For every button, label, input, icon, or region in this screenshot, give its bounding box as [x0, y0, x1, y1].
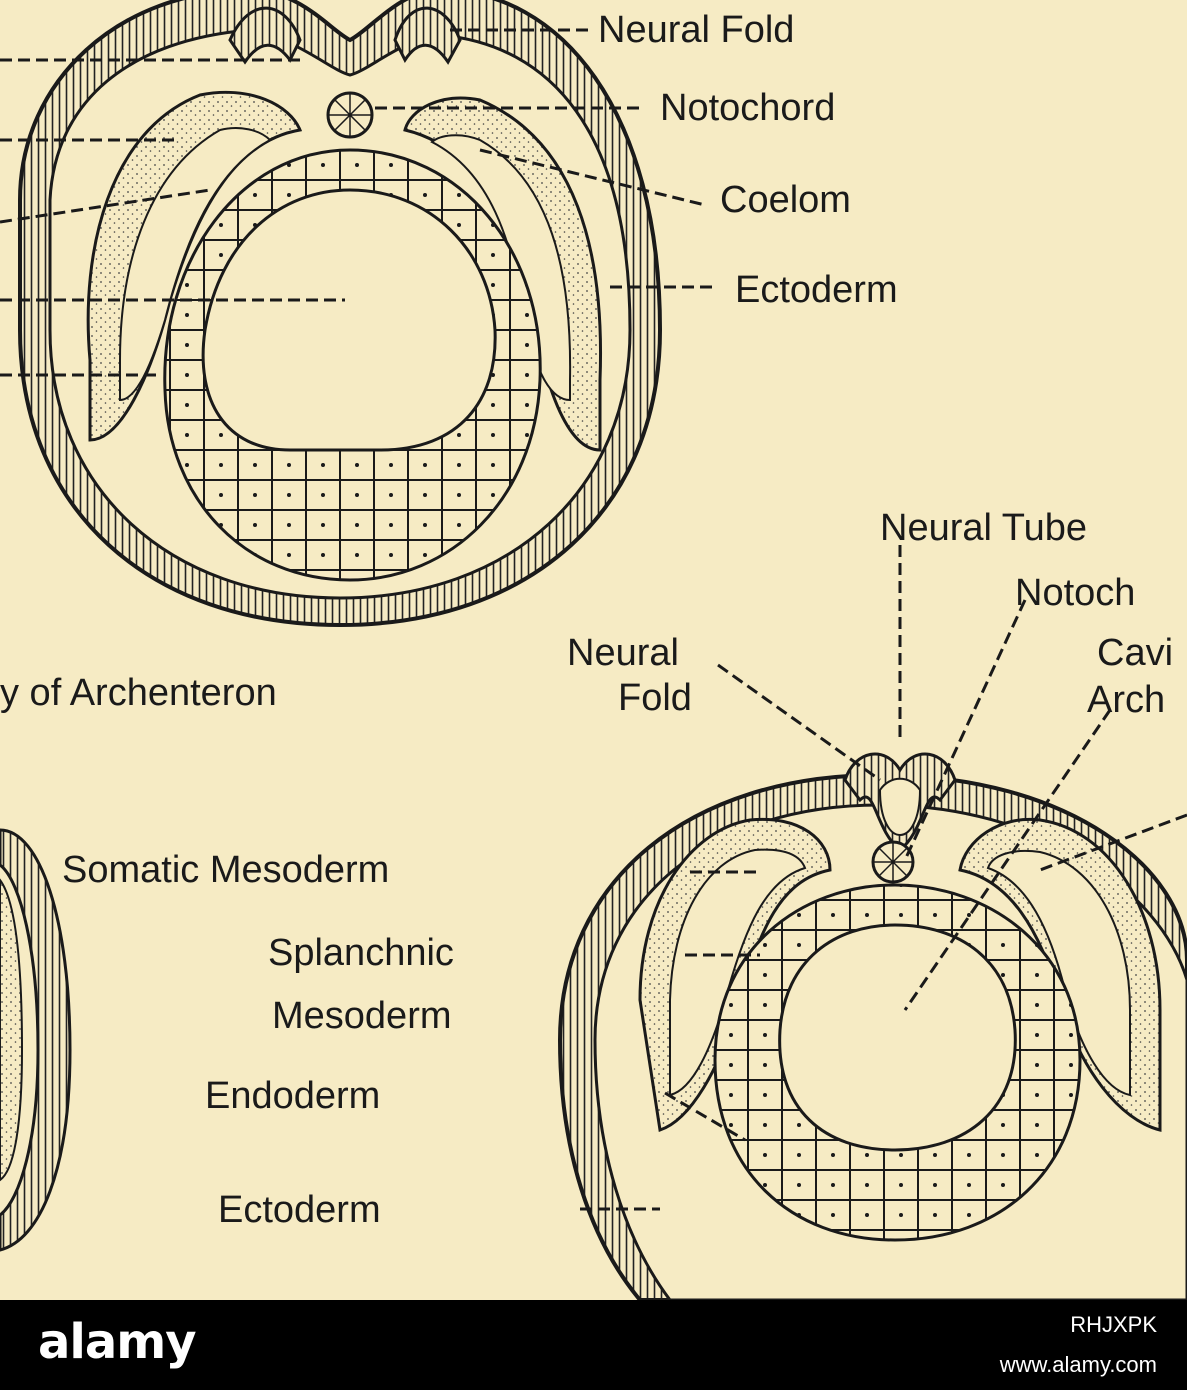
- label-splanchnic: Splanchnic: [268, 932, 454, 974]
- figure-svg: Neural Fold Notochord Coelom Ectoderm y …: [0, 0, 1187, 1302]
- bottom-coelom-right: [986, 850, 1131, 1097]
- label-somatic-mesoderm: Somatic Mesoderm: [62, 849, 389, 891]
- label-cavity-bottom: Cavi: [1097, 632, 1173, 674]
- alamy-logo: alamy: [38, 1314, 197, 1370]
- bottom-embryo: [557, 752, 1187, 1302]
- label-notochord-bottom: Notoch: [1015, 572, 1135, 614]
- left-partial-embryo: [0, 828, 72, 1252]
- bottom-coelom-left: [669, 848, 807, 1097]
- bottom-archenteron-cavity: [778, 923, 1017, 1152]
- top-embryo: [18, 0, 663, 628]
- label-neural-fold-top: Neural Fold: [598, 9, 794, 51]
- site-url-text: www.alamy.com: [999, 1352, 1157, 1377]
- label-ectoderm-top: Ectoderm: [735, 269, 898, 311]
- top-neural-fold-right: [393, 6, 462, 65]
- bottom-leader-lines: [580, 545, 1187, 1211]
- label-endoderm: Endoderm: [205, 1075, 380, 1117]
- label-cavity-archenteron-top: y of Archenteron: [0, 672, 277, 714]
- label-coelom-top: Coelom: [720, 179, 851, 221]
- label-neural-tube: Neural Tube: [880, 507, 1087, 549]
- embryo-cross-section-figure: Neural Fold Notochord Coelom Ectoderm y …: [0, 0, 1187, 1302]
- top-neural-fold-left: [228, 6, 302, 65]
- label-ectoderm-bottom: Ectoderm: [218, 1189, 381, 1231]
- watermark-footer-bar: alamy RHJXPK www.alamy.com: [0, 1300, 1187, 1390]
- label-archenteron-bottom: Arch: [1087, 679, 1165, 721]
- top-archenteron-cavity: [201, 188, 497, 452]
- label-fold: Fold: [618, 677, 692, 719]
- top-coelom-left: [119, 127, 272, 402]
- label-mesoderm: Mesoderm: [272, 995, 452, 1037]
- label-notochord-top: Notochord: [660, 87, 835, 129]
- label-neural: Neural: [567, 632, 679, 674]
- top-leader-lines: [0, 28, 715, 377]
- image-id-text: RHJXPK: [1070, 1312, 1157, 1337]
